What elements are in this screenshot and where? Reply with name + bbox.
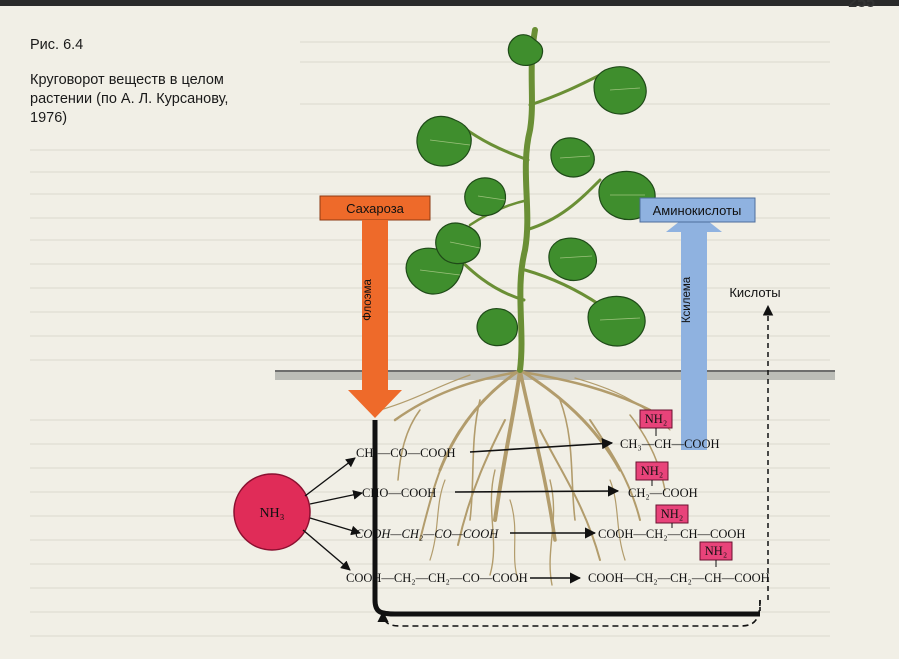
nh2-label-glycine: NH₂	[641, 464, 663, 478]
ammonia-circle	[233, 473, 311, 551]
page-number: 255	[848, 0, 875, 11]
figure-number: Рис. 6.4	[30, 37, 84, 53]
oxaloacetate-formula: COOH—CH₂—CO—COOH	[355, 527, 499, 541]
nh2-label-alanine: NH₂	[645, 412, 667, 426]
glutamate-formula: COOH—CH₂—CH₂—CH—COOH	[588, 571, 770, 585]
root-system	[379, 368, 671, 586]
nh2-label-glutamate: NH₂	[705, 544, 727, 558]
cycle-return-dashed-arrow	[377, 599, 761, 627]
soil-surface-band	[275, 370, 835, 380]
sucrose-phloem-arrow	[319, 195, 431, 418]
glycine-formula: CH₂—COOH	[628, 486, 698, 500]
cycle-bottom-bar	[372, 599, 760, 617]
figure-caption: Рис. 6.4 Круговорот веществ в целом раст…	[30, 36, 245, 128]
xylem-label: Ксилема	[681, 276, 693, 323]
alanine-formula: CH₃—CH—COOH	[620, 437, 720, 451]
amino-acids-label: Аминокислоты	[653, 203, 742, 218]
transamination-arrows	[454, 438, 620, 584]
phloem-label: Флоэма	[362, 279, 374, 321]
amino-acids-xylem-arrow	[639, 197, 756, 450]
aspartate-formula: COOH—CH₂—CH—COOH	[598, 527, 745, 541]
acids-label: Кислоты	[729, 285, 780, 300]
ammonia-label: NH₃	[259, 506, 284, 521]
ketoglutarate-formula: COOH—CH₂—CH₂—CO—COOH	[346, 571, 528, 585]
sucrose-label: Сахароза	[346, 201, 405, 216]
ammonia-arrows	[302, 457, 363, 571]
figure-description: Круговорот веществ в целом растении (по …	[30, 72, 229, 126]
page-top-rule	[0, 0, 899, 6]
glyoxylate-formula: CHO—COOH	[362, 486, 436, 500]
leaf-veins	[419, 87, 645, 321]
nh2-label-aspartate: NH₂	[661, 507, 683, 521]
pyruvate-formula: CH₃—CO—COOH	[356, 446, 456, 460]
